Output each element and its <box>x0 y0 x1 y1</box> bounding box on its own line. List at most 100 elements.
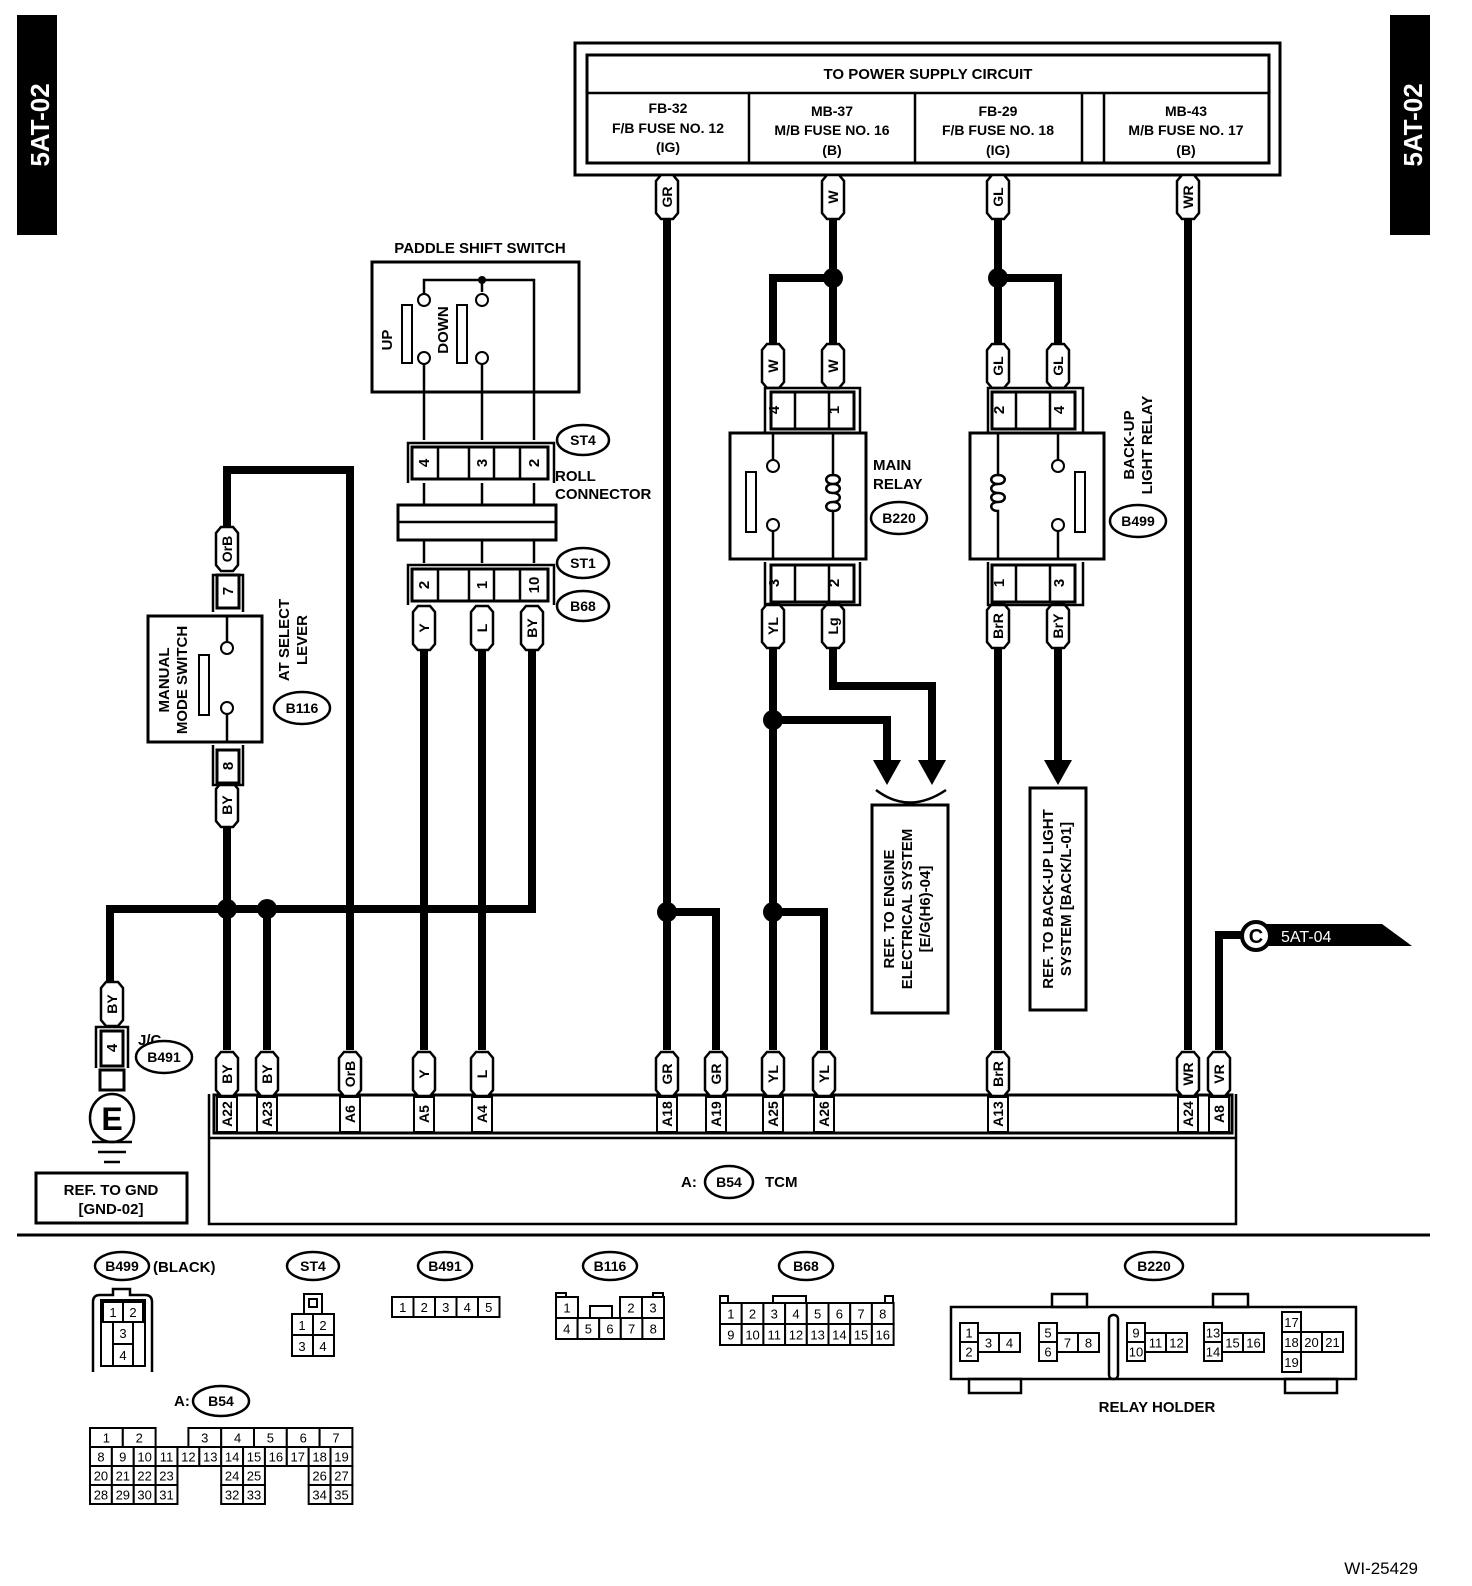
fuse-wire-tag: GL <box>985 173 1011 221</box>
svg-text:OrB: OrB <box>342 1061 358 1087</box>
wire-by-bus <box>106 650 536 985</box>
tcm-wire-tag: BY <box>254 1050 280 1098</box>
wire-yl-branch <box>773 908 828 1050</box>
svg-text:A4: A4 <box>474 1105 490 1123</box>
svg-text:13: 13 <box>203 1450 217 1465</box>
svg-text:BY: BY <box>219 1064 235 1084</box>
wire-color-tag: W <box>820 342 846 390</box>
at-select-lever-label: LEVER <box>294 615 311 665</box>
svg-text:5: 5 <box>485 1300 492 1315</box>
st4-pin: 4 <box>416 458 433 467</box>
svg-text:A26: A26 <box>816 1101 832 1127</box>
svg-text:2: 2 <box>749 1307 756 1322</box>
svg-text:12: 12 <box>181 1450 195 1465</box>
svg-text:5: 5 <box>814 1307 821 1322</box>
paddle-shift-title: PADDLE SHIFT SWITCH <box>394 240 565 257</box>
svg-text:3: 3 <box>442 1300 449 1315</box>
svg-text:4: 4 <box>1006 1336 1013 1351</box>
svg-text:1: 1 <box>109 1305 116 1320</box>
tcm-wire-tag: YL <box>811 1050 837 1098</box>
main-relay-label: MAIN <box>873 457 911 474</box>
tcm-wire-tag: YL <box>760 1050 786 1098</box>
wire-yl-to-engine <box>773 716 891 765</box>
svg-text:10: 10 <box>745 1328 759 1343</box>
svg-text:4: 4 <box>104 1043 121 1052</box>
paddle-shift-switch: PADDLE SHIFT SWITCH UP DOWN 4 3 2 ST4 RO… <box>370 240 652 623</box>
svg-text:5AT-02: 5AT-02 <box>1398 83 1428 166</box>
svg-text:21: 21 <box>1325 1335 1339 1350</box>
tcm-terminal <box>987 1096 1009 1133</box>
wire-gl-branch <box>998 274 1062 345</box>
wire-orb <box>223 466 354 1050</box>
wire-color-tag: BrY <box>1045 602 1071 650</box>
svg-text:BY: BY <box>259 1064 275 1084</box>
tcm-terminal <box>1208 1096 1230 1133</box>
svg-text:SYSTEM [BACK/L-01]: SYSTEM [BACK/L-01] <box>1058 822 1075 976</box>
fuse-type: (B) <box>822 142 841 158</box>
wire-w-branch <box>769 274 833 345</box>
svg-text:5AT-02: 5AT-02 <box>25 83 55 166</box>
svg-text:W: W <box>765 359 781 373</box>
svg-text:4: 4 <box>234 1431 241 1446</box>
svg-text:25: 25 <box>247 1469 261 1484</box>
svg-text:7: 7 <box>857 1307 864 1322</box>
svg-text:19: 19 <box>334 1450 348 1465</box>
svg-text:WR: WR <box>1180 1062 1196 1085</box>
svg-text:7: 7 <box>332 1431 339 1446</box>
svg-text:A19: A19 <box>708 1101 724 1127</box>
svg-text:A22: A22 <box>219 1101 235 1127</box>
tcm-terminal <box>413 1096 435 1133</box>
svg-text:8: 8 <box>1085 1336 1092 1351</box>
b116-connector-label: B116 <box>286 700 319 716</box>
svg-text:16: 16 <box>269 1450 283 1465</box>
fuse-name: M/B FUSE NO. 17 <box>1128 122 1243 138</box>
svg-text:2: 2 <box>991 406 1008 414</box>
pin-cell <box>154 1484 179 1505</box>
wires <box>106 215 1248 1050</box>
svg-text:8: 8 <box>650 1322 657 1337</box>
svg-text:1: 1 <box>563 1301 570 1316</box>
svg-text:A8: A8 <box>1211 1105 1227 1123</box>
st1-pin: 1 <box>474 581 491 589</box>
svg-text:9: 9 <box>119 1450 126 1465</box>
svg-text:L: L <box>474 623 490 632</box>
svg-text:Y: Y <box>416 1069 432 1079</box>
svg-text:11: 11 <box>160 1450 174 1465</box>
tcm-wire-tag: Y <box>411 1050 437 1098</box>
svg-text:3: 3 <box>201 1431 208 1446</box>
pin-cell <box>1165 1332 1188 1353</box>
pin-cell <box>641 1317 666 1340</box>
fuse-name: F/B FUSE NO. 12 <box>612 120 724 136</box>
b499-connector-label: B499 <box>1121 513 1155 529</box>
fuse-id: FB-32 <box>649 100 688 116</box>
svg-text:OrB: OrB <box>219 536 235 562</box>
fuse-wire-tag: WR <box>1175 173 1201 221</box>
pin-cell <box>870 1323 895 1346</box>
wire-color-tag: GL <box>985 342 1011 390</box>
svg-text:10: 10 <box>1129 1345 1143 1360</box>
power-supply-title: TO POWER SUPPLY CIRCUIT <box>824 66 1033 83</box>
svg-text:Lg: Lg <box>825 617 841 634</box>
st1-pin: 2 <box>416 581 433 589</box>
svg-text:BrR: BrR <box>990 1061 1006 1087</box>
svg-text:20: 20 <box>1304 1335 1318 1350</box>
svg-text:15: 15 <box>854 1328 868 1343</box>
main-relay: 4 1 3 2 MAIN RELAY B220 <box>728 386 929 607</box>
svg-text:[E/G(H6)-04]: [E/G(H6)-04] <box>917 866 934 953</box>
arrow-down-icon <box>918 760 946 785</box>
svg-text:A5: A5 <box>416 1105 432 1123</box>
b499-housing <box>91 1287 154 1372</box>
svg-text:23: 23 <box>159 1469 173 1484</box>
svg-text:GL: GL <box>990 356 1006 376</box>
tcm-wire-tag: VR <box>1206 1050 1232 1098</box>
svg-text:14: 14 <box>832 1328 846 1343</box>
wire-color-tag: Lg <box>820 602 846 650</box>
tcm-wire-tag: GR <box>703 1050 729 1098</box>
svg-text:GR: GR <box>708 1064 724 1085</box>
svg-text:B68: B68 <box>793 1258 819 1274</box>
roll-connector-label: ROLL <box>555 468 596 485</box>
at-select-lever-label: AT SELECT <box>276 599 293 681</box>
svg-text:15: 15 <box>247 1450 261 1465</box>
manual-mode-switch: 7 MANUAL MODE SWITCH 8 AT SELECT LEVER B… <box>146 573 332 787</box>
